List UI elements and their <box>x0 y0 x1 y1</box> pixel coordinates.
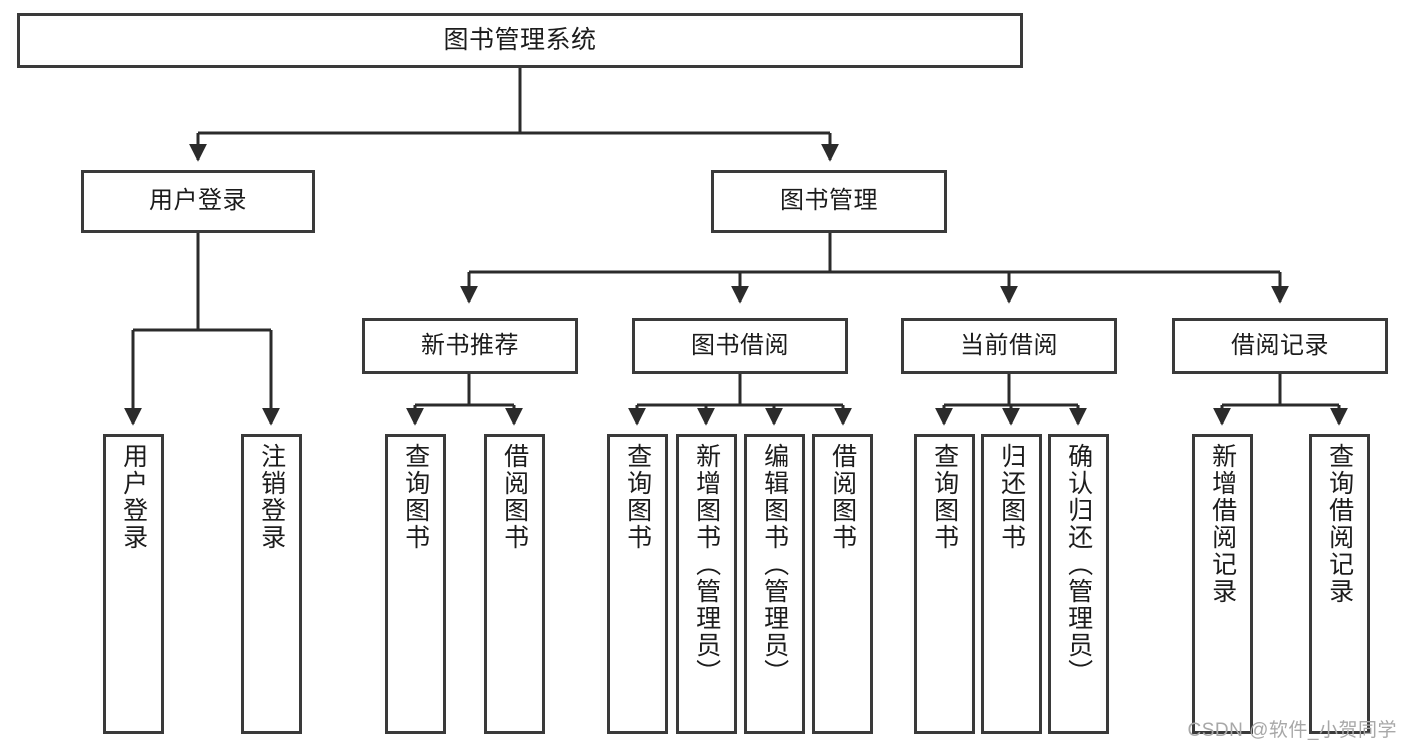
node-label: 图书管理系统 <box>443 25 597 54</box>
node-label: 图书管理 <box>780 187 878 215</box>
node-label: 编辑图书（管理员） <box>760 443 789 686</box>
node-label: 借阅记录 <box>1231 331 1329 359</box>
node-label: 查询图书 <box>930 443 959 551</box>
leaf-query-book-recommend[interactable]: 查询图书 <box>385 434 446 734</box>
node-label: 新书推荐 <box>421 331 519 359</box>
leaf-borrow-book[interactable]: 借阅图书 <box>812 434 873 734</box>
node-label: 用户登录 <box>149 187 247 215</box>
leaf-user-login[interactable]: 用户登录 <box>103 434 164 734</box>
node-book-management[interactable]: 图书管理 <box>711 170 947 233</box>
node-root-system[interactable]: 图书管理系统 <box>17 13 1023 68</box>
node-book-borrow[interactable]: 图书借阅 <box>632 318 848 374</box>
csdn-watermark: CSDN @软件_小贺同学 <box>1187 720 1397 741</box>
node-label: 图书借阅 <box>691 331 789 359</box>
node-label: 注销登录 <box>257 443 286 551</box>
leaf-confirm-return-admin[interactable]: 确认归还（管理员） <box>1048 434 1109 734</box>
node-label: 确认归还（管理员） <box>1064 443 1093 686</box>
leaf-query-book-current[interactable]: 查询图书 <box>914 434 975 734</box>
node-label: 借阅图书 <box>828 443 857 551</box>
node-user-login[interactable]: 用户登录 <box>81 170 315 233</box>
node-label: 查询图书 <box>401 443 430 551</box>
node-new-book-recommend[interactable]: 新书推荐 <box>362 318 578 374</box>
leaf-query-borrow-record[interactable]: 查询借阅记录 <box>1309 434 1370 734</box>
node-label: 归还图书 <box>997 443 1026 551</box>
leaf-borrow-book-recommend[interactable]: 借阅图书 <box>484 434 545 734</box>
node-label: 查询借阅记录 <box>1325 443 1354 605</box>
leaf-logout-login[interactable]: 注销登录 <box>241 434 302 734</box>
node-label: 借阅图书 <box>500 443 529 551</box>
leaf-return-book[interactable]: 归还图书 <box>981 434 1042 734</box>
node-label: 新增图书（管理员） <box>692 443 721 686</box>
node-label: 用户登录 <box>119 443 148 551</box>
leaf-add-borrow-record[interactable]: 新增借阅记录 <box>1192 434 1253 734</box>
node-borrow-record[interactable]: 借阅记录 <box>1172 318 1388 374</box>
node-current-borrow[interactable]: 当前借阅 <box>901 318 1117 374</box>
leaf-add-book-admin[interactable]: 新增图书（管理员） <box>676 434 737 734</box>
node-label: 新增借阅记录 <box>1208 443 1237 605</box>
leaf-query-book-borrow[interactable]: 查询图书 <box>607 434 668 734</box>
leaf-edit-book-admin[interactable]: 编辑图书（管理员） <box>744 434 805 734</box>
node-label: 当前借阅 <box>960 331 1058 359</box>
node-label: 查询图书 <box>623 443 652 551</box>
